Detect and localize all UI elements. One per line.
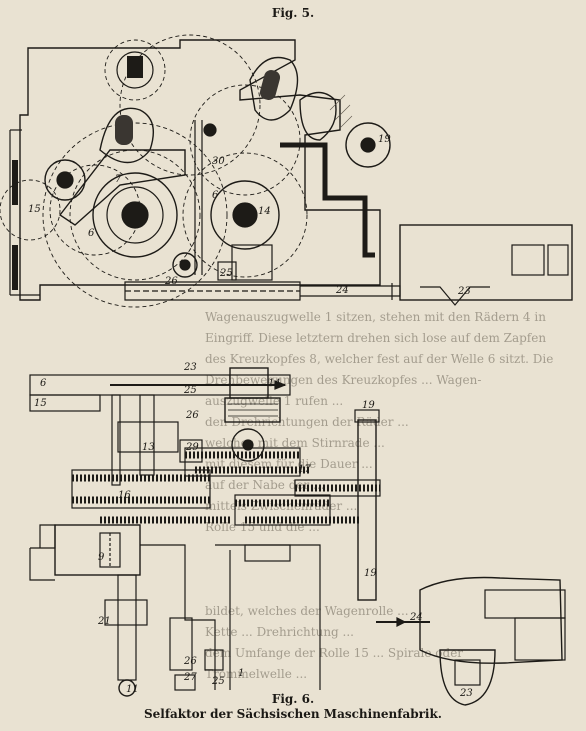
- part-number: 26: [186, 410, 199, 421]
- part-number: 6: [40, 378, 47, 389]
- part-number: 23: [458, 286, 471, 297]
- bleed-line: Eingriff. Diese letztern drehen sich los…: [205, 331, 547, 345]
- part-number: 15: [28, 204, 41, 215]
- part-number: 27: [184, 672, 197, 683]
- part-number: 11: [126, 684, 139, 695]
- bleed-line: bildet, welches der Wagenrolle ...: [205, 604, 409, 618]
- part-number: 23: [460, 688, 473, 699]
- part-number: 21: [98, 616, 111, 627]
- part-number: 13: [142, 442, 155, 453]
- part-number: 6: [212, 190, 219, 201]
- part-number: 9: [98, 552, 105, 563]
- part-number: 25: [212, 676, 225, 687]
- part-number: 16: [118, 490, 131, 501]
- part-number: 17: [298, 464, 311, 475]
- bleed-line: Kette ... Drehrichtung ...: [205, 625, 354, 639]
- part-number: 26: [165, 276, 178, 287]
- part-number: 24: [336, 285, 349, 296]
- figure-6-label: Fig. 6.: [271, 692, 315, 706]
- part-number: 29: [186, 442, 199, 453]
- bleed-line: des Kreuzkopfes 8, welcher fest auf der …: [205, 352, 554, 366]
- part-number: 1: [238, 668, 245, 679]
- part-number: 19: [378, 134, 391, 145]
- bleed-line: dem Umfange der Rolle 15 ... Spirale ode…: [205, 646, 464, 660]
- part-number: 30: [212, 156, 225, 167]
- part-number: 14: [258, 206, 271, 217]
- part-number: 19: [362, 400, 375, 411]
- part-number: 19: [364, 568, 377, 579]
- bleed-line: Rolle 15 und die ...: [205, 520, 320, 534]
- bleed-line: Wagenauszugwelle 1 sitzen, stehen mit de…: [205, 310, 546, 324]
- part-number: 14: [268, 378, 281, 389]
- part-number: 23: [184, 362, 197, 373]
- part-number: 6: [88, 228, 95, 239]
- part-number: 24: [410, 612, 423, 623]
- part-number: 7: [115, 174, 122, 185]
- part-number: 15: [34, 398, 47, 409]
- part-number: 25: [184, 385, 197, 396]
- bleed-line: Drehbewegungen des Kreuzkopfes ... Wagen…: [205, 373, 482, 387]
- part-number: 25: [220, 268, 233, 279]
- part-number: 26: [184, 656, 197, 667]
- figure-5-label: Fig. 5.: [271, 6, 315, 20]
- figure-caption: Selfaktor der Sächsischen Maschinenfabri…: [144, 707, 442, 721]
